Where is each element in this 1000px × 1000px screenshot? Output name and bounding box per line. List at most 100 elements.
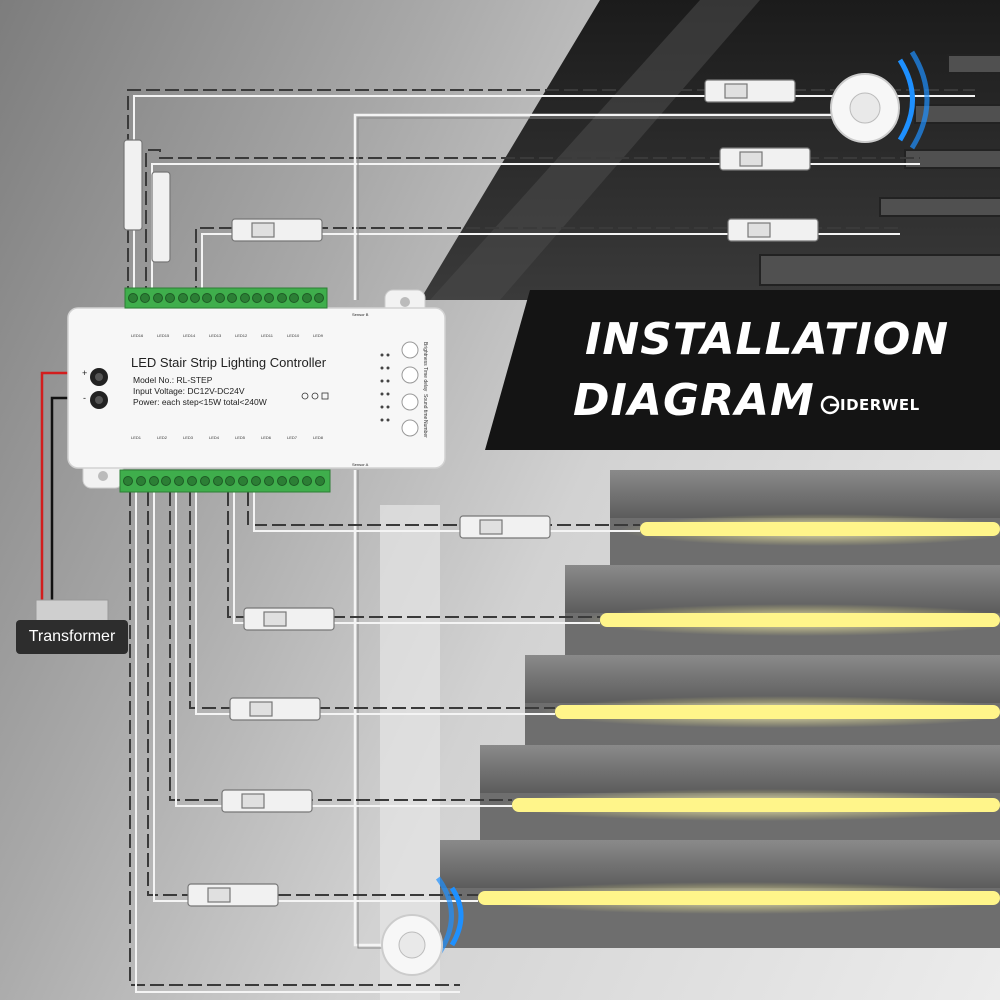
- terminal-screw: [302, 476, 313, 486]
- terminal-screw: [165, 293, 176, 303]
- ce-mark-icon: [301, 392, 309, 400]
- wire-sensor-a: [353, 470, 385, 947]
- indicator-dots: [380, 353, 390, 422]
- led-channel-label: LED12: [235, 333, 248, 338]
- stair-tread: [610, 470, 1000, 518]
- controller-body: [67, 287, 446, 493]
- sensor-b-label: Sensor B: [352, 312, 369, 317]
- terminal-screw: [264, 293, 275, 303]
- led-channel-label: LED2: [157, 435, 168, 440]
- led-strip: [555, 705, 1000, 719]
- led-channel-label: LED3: [183, 435, 194, 440]
- time-delay-label: Time delay: [422, 367, 428, 392]
- sensor-lens: [398, 931, 426, 959]
- led-strip: [478, 891, 1000, 905]
- wire-sensor-b-edge: [357, 117, 845, 300]
- sound-time-button: [401, 393, 419, 411]
- upper-steps: [759, 54, 1000, 286]
- terminal-screw: [190, 293, 200, 303]
- wire-bottom-2: [227, 492, 600, 618]
- sensor-wave-icon: [449, 886, 464, 947]
- connector: [719, 147, 811, 171]
- terminal-screw: [174, 476, 185, 486]
- plus-label: +: [82, 368, 88, 378]
- terminal-screw: [238, 476, 249, 486]
- terminal-screw: [263, 476, 274, 486]
- sensor-top: [830, 50, 930, 150]
- upper-step: [914, 104, 1000, 124]
- number-label: Number: [422, 420, 428, 438]
- terminal-screw: [225, 476, 236, 486]
- brand-logo: IDERWEL: [820, 395, 920, 415]
- weee-icon: [321, 392, 329, 400]
- led-channel-label: LED11: [261, 333, 273, 338]
- terminal-screw: [289, 476, 300, 486]
- stair-wall-diagonal: [430, 0, 760, 300]
- terminal-screw: [289, 293, 300, 303]
- terminal-screw: [315, 476, 325, 486]
- banner-background: [485, 290, 1000, 450]
- controller-case: [67, 307, 446, 469]
- brightness-button: [401, 341, 419, 359]
- terminal-screw: [187, 476, 197, 486]
- wire-bottom-4b: [175, 492, 512, 807]
- upper-step: [759, 254, 1000, 286]
- connector: [231, 218, 323, 242]
- brand-name: IDERWEL: [840, 396, 920, 414]
- terminal-screw: [199, 476, 210, 486]
- led-channel-label: LED10: [287, 333, 300, 338]
- sensor-a-label: Sensor A: [352, 462, 369, 467]
- terminal-screw: [161, 476, 172, 486]
- number-button: [401, 419, 419, 437]
- wire-top-3b: [201, 233, 900, 300]
- sensor-wave-icon: [909, 50, 930, 150]
- wire-top-2: [145, 149, 920, 300]
- terminal-block-bottom: [119, 469, 331, 493]
- wire-bottom-5: [147, 492, 478, 896]
- wire-bottom-4: [169, 492, 512, 801]
- wire-bottom-5b: [153, 492, 478, 902]
- terminal-screw: [239, 293, 250, 303]
- wire-bottom-3b: [195, 492, 555, 715]
- rohs-icon: [311, 392, 319, 400]
- led-strip: [640, 522, 1000, 536]
- led-strip: [512, 798, 1000, 812]
- stair-tread: [480, 745, 1000, 793]
- connector: [151, 171, 171, 263]
- minus-label: -: [83, 393, 86, 403]
- brand-g-icon: [820, 395, 840, 415]
- led-channel-label: LED8: [313, 435, 324, 440]
- connector: [243, 607, 335, 631]
- terminal-screw: [301, 293, 312, 303]
- terminal-screw: [251, 476, 261, 486]
- led-channel-label: LED14: [183, 333, 196, 338]
- terminal-screw: [214, 293, 225, 303]
- led-channel-label: LED7: [287, 435, 298, 440]
- terminal-screw: [148, 476, 159, 486]
- led-channel-label: LED6: [261, 435, 272, 440]
- terminal-screw: [123, 476, 133, 486]
- led-channel-label: LED1: [131, 435, 142, 440]
- terminal-block-top: [124, 287, 328, 309]
- wire-bottom-6b: [135, 492, 460, 993]
- led-strips: [470, 514, 1000, 914]
- stair-tread: [525, 655, 1000, 703]
- sound-time-label: Sound time: [422, 394, 428, 420]
- led-channel-label: LED5: [235, 435, 246, 440]
- stair-tread: [440, 840, 1000, 888]
- terminal-screw: [276, 293, 287, 303]
- terminal-screw: [152, 293, 163, 303]
- terminal-screw: [227, 293, 238, 303]
- sensor-lens: [849, 92, 881, 124]
- connector: [123, 139, 143, 231]
- terminal-screw: [135, 476, 146, 486]
- title-banner: INSTALLATION DIAGRAM IDERWEL: [485, 290, 1000, 450]
- upper-step: [947, 54, 1000, 74]
- terminal-screw: [314, 293, 324, 303]
- wire-sensor-b: [353, 113, 845, 300]
- sensor-wave-icon: [897, 58, 915, 142]
- wire-top-1b: [133, 95, 975, 300]
- sensor-bottom: [381, 876, 464, 976]
